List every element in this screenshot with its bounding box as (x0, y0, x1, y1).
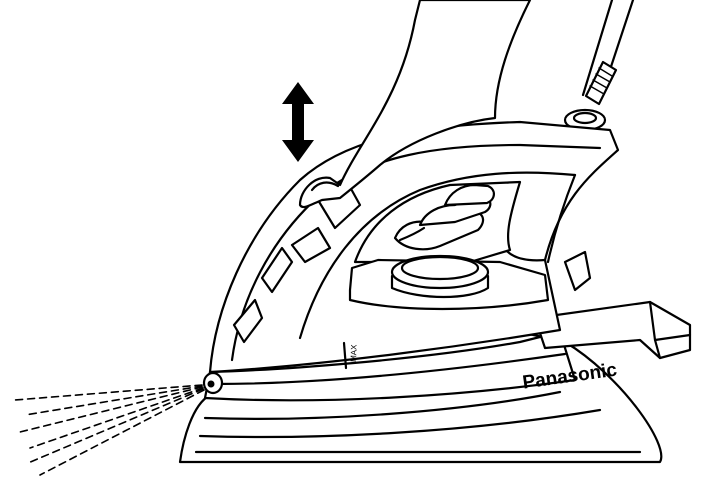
heel-rest (533, 300, 692, 360)
water-tank (203, 330, 577, 402)
double-vertical-arrow-icon (282, 82, 314, 162)
water-fill-cap (348, 254, 550, 311)
spray-nozzle (202, 371, 224, 395)
power-cord (563, 0, 635, 132)
max-label: MAX (349, 344, 359, 362)
max-water-mark: MAX (342, 341, 359, 370)
rear-knob (563, 250, 592, 292)
hand (298, 0, 532, 251)
spray-mist-icon (14, 384, 205, 476)
spray-button (232, 298, 264, 344)
steam-burst-button (290, 226, 332, 264)
steam-slider (260, 246, 294, 294)
